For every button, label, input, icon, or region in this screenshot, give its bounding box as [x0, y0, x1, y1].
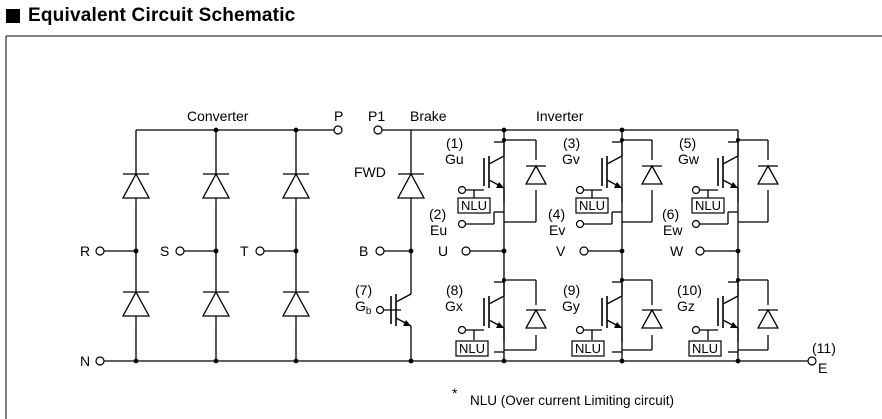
r-label: R: [80, 243, 90, 259]
terminal-r: [95, 246, 105, 256]
gate-v-name: Gv: [562, 151, 580, 167]
gate-y-num: (9): [563, 282, 580, 298]
footnote-star: *: [452, 385, 458, 401]
nlu-label-v: NLU: [579, 198, 605, 213]
terminal-u: [461, 246, 471, 256]
fwd-diode: [397, 159, 425, 213]
gate-z-name: Gz: [677, 298, 695, 314]
frame: [5, 35, 882, 419]
converter-diodes: [122, 159, 310, 331]
gate-terminals: [375, 185, 701, 335]
gate-x-num: (8): [446, 282, 463, 298]
e-label: E: [818, 360, 827, 376]
terminal-t: [255, 246, 265, 256]
emitter-v-name: Ev: [549, 222, 565, 238]
igbt-z-lower: [717, 281, 739, 343]
emitter-w-num: (6): [662, 206, 679, 222]
junction-dots: [133, 127, 741, 364]
emitter-v-num: (4): [548, 206, 565, 222]
nlu-label-z: NLU: [692, 341, 718, 356]
brake-label: Brake: [410, 108, 447, 124]
inverter-label: Inverter: [536, 108, 584, 124]
e-num-label: (11): [812, 340, 836, 356]
inverter-section: [411, 129, 769, 361]
igbt-x-lower: [483, 281, 505, 343]
u-label: U: [438, 243, 448, 259]
page-title: Equivalent Circuit Schematic: [28, 5, 296, 26]
brake-section: [382, 129, 412, 361]
gate-u-name: Gu: [445, 151, 464, 167]
v-label: V: [556, 243, 566, 259]
nlu-boxes: NLU NLU NLU NLU NLU NLU: [455, 197, 725, 357]
n-label: N: [80, 353, 90, 369]
nlu-label-w: NLU: [695, 198, 721, 213]
emitter-u-num: (2): [429, 206, 446, 222]
igbt-y-lower: [601, 281, 623, 343]
inverter-igbts: [466, 141, 739, 353]
b-label: B: [359, 243, 368, 259]
igbt-w-upper: [717, 141, 739, 203]
section-header: Equivalent Circuit Schematic: [6, 5, 295, 27]
footnote-text: NLU (Over current Limiting circuit): [470, 393, 674, 408]
terminal-v: [579, 246, 589, 256]
gb-label: Gb: [355, 298, 372, 317]
fwd-label: FWD: [354, 164, 386, 180]
gate-u-num: (1): [446, 135, 463, 151]
inverter-junctions: [501, 127, 741, 282]
gate-z-num: (10): [677, 282, 702, 298]
terminal-w: [695, 246, 705, 256]
terminal-n: [95, 356, 105, 366]
gate-w-name: Gw: [678, 151, 700, 167]
terminal-b: [375, 246, 385, 256]
terminal-s: [175, 246, 185, 256]
s-label: S: [160, 243, 169, 259]
p1-label: P1: [368, 108, 385, 124]
igbt-v-upper: [601, 141, 623, 203]
terminal-p: [333, 125, 343, 135]
gate-x-name: Gx: [445, 298, 463, 314]
converter-label: Converter: [187, 108, 249, 124]
terminal-e: [807, 356, 817, 366]
t-label: T: [240, 243, 249, 259]
labels: Converter P P1 Brake Inverter FWD R S T …: [80, 108, 836, 408]
terminals: [95, 125, 817, 366]
emitter-w-name: Ew: [663, 222, 683, 238]
nlu-label-u: NLU: [461, 198, 487, 213]
nlu-label-x: NLU: [459, 341, 485, 356]
gate-v-num: (3): [563, 135, 580, 151]
w-label: W: [670, 243, 684, 259]
emitter-u-name: Eu: [430, 222, 447, 238]
p-label: P: [334, 108, 343, 124]
igbt-u-upper: [483, 141, 505, 203]
gb-num-label: (7): [355, 282, 372, 298]
gate-y-name: Gy: [562, 298, 580, 314]
gate-w-num: (5): [679, 135, 696, 151]
terminal-p1: [373, 125, 383, 135]
header-square-bullet: [6, 9, 20, 23]
inverter-diodes: [524, 162, 780, 332]
nlu-label-y: NLU: [575, 341, 601, 356]
